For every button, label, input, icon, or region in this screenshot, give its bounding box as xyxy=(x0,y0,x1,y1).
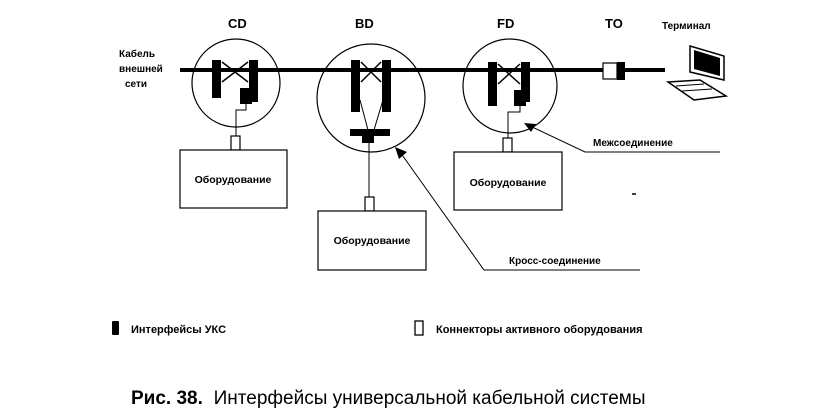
crossconnect-arrowhead xyxy=(395,147,407,159)
fd-equipment-label: Оборудование xyxy=(470,177,547,189)
cable-label-line-2: внешней xyxy=(119,64,163,75)
bd-cross-panel xyxy=(350,129,390,136)
bd-interface-left xyxy=(351,60,360,112)
interconnect-leader xyxy=(529,125,720,153)
bd-equipment-box xyxy=(317,210,427,271)
node-label-to: TO xyxy=(605,16,623,31)
terminal-keys-1 xyxy=(675,83,705,87)
node-label-fd: FD xyxy=(497,16,514,31)
caption-text: Интерфейсы универсальной кабельной систе… xyxy=(214,388,646,409)
fd-link-to-equipment xyxy=(507,106,521,140)
cable-label-line-3: сети xyxy=(125,79,147,90)
bd-distributor xyxy=(316,43,426,198)
cd-distributor xyxy=(191,38,281,138)
crossconnect-leader xyxy=(399,151,640,271)
crossconnect-label: Кросс-соединение xyxy=(509,256,601,267)
cd-equipment-port xyxy=(240,88,252,104)
cd-interface-left xyxy=(212,60,221,98)
caption-prefix: Рис. 38. xyxy=(131,388,203,409)
legend-connector-label: Коннекторы активного оборудования xyxy=(436,324,643,336)
cd-equipment-box xyxy=(179,149,288,209)
fd-equipment-port xyxy=(514,90,526,106)
cd-interface-right xyxy=(249,60,258,102)
cd-equipment-connector xyxy=(230,135,241,151)
node-label-terminal: Терминал xyxy=(662,21,711,32)
legend-interface-swatch xyxy=(112,321,119,335)
fd-interface-right xyxy=(521,62,530,102)
fd-patch-2 xyxy=(497,63,521,85)
bd-patch-2 xyxy=(360,61,382,83)
interconnect-label: Межсоединение xyxy=(593,138,673,149)
terminal-keys-2 xyxy=(681,88,713,92)
node-label-bd: BD xyxy=(355,16,374,31)
bd-interface-right xyxy=(382,60,391,112)
legend-interface-label: Интерфейсы УКС xyxy=(131,324,226,336)
terminal-icon xyxy=(665,44,729,101)
figure-caption: Рис. 38. Интерфейсы универсальной кабель… xyxy=(131,388,646,409)
legend-connector-swatch xyxy=(414,320,424,336)
terminal-screen xyxy=(694,50,720,76)
fd-interface-left xyxy=(488,62,497,106)
interconnect-arrowhead xyxy=(524,123,536,132)
to-interface xyxy=(617,62,625,80)
to-connector xyxy=(602,62,618,80)
cable-label-line-1: Кабель xyxy=(119,48,155,60)
bd-equipment-connector xyxy=(364,196,375,212)
fd-equipment-connector xyxy=(502,137,513,153)
cd-patch-2 xyxy=(221,61,249,83)
cd-equipment-label: Оборудование xyxy=(195,174,272,186)
bd-cross-1 xyxy=(359,99,369,131)
bd-cross-2 xyxy=(373,99,384,131)
bd-circle xyxy=(316,43,426,153)
fd-distributor xyxy=(462,38,558,140)
node-label-cd: CD xyxy=(228,16,247,31)
legend: Интерфейсы УКС Коннекторы активного обор… xyxy=(112,320,643,336)
fd-equipment-box xyxy=(453,151,563,211)
bd-cross-panel-foot xyxy=(362,136,374,143)
cd-link-to-equipment xyxy=(235,104,247,138)
bd-equipment-label: Оборудование xyxy=(334,235,411,247)
fd-circle xyxy=(462,38,558,134)
to-outlet xyxy=(602,62,625,80)
